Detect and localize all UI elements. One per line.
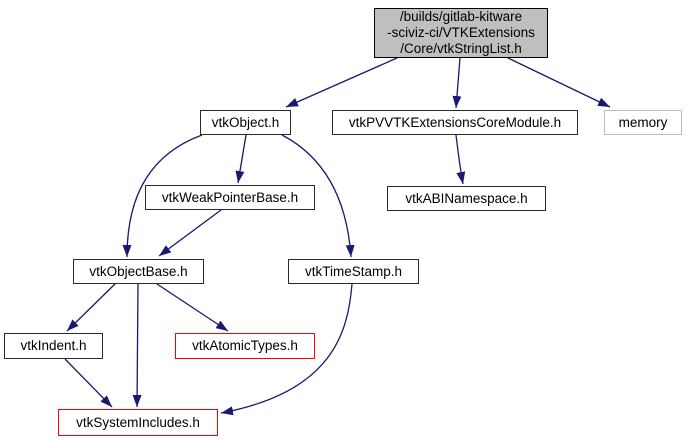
edge-objectbase-to-atomictypes bbox=[156, 283, 229, 332]
edge-vtkobject-to-objectbase bbox=[122, 134, 203, 258]
node-vtkobject-h[interactable]: vtkObject.h bbox=[200, 110, 291, 135]
edge-vtkobject-to-timestamp bbox=[281, 134, 355, 258]
node-vtkindent-h[interactable]: vtkIndent.h bbox=[4, 333, 103, 359]
edge-coremodule-to-abinamespace bbox=[455, 134, 466, 185]
edge-weakpointer-to-objectbase bbox=[158, 209, 222, 257]
node-memory: memory bbox=[604, 110, 682, 135]
node-vtkabinamespace-h[interactable]: vtkABINamespace.h bbox=[387, 186, 546, 211]
edge-vtkobject-to-weakpointer bbox=[235, 134, 247, 184]
edge-indent-to-systemincludes bbox=[64, 358, 113, 408]
node-vtkweakpointerbase-h[interactable]: vtkWeakPointerBase.h bbox=[145, 185, 315, 210]
edge-objectbase-to-indent bbox=[66, 283, 116, 332]
edge-root-to-vtkobject bbox=[285, 57, 398, 108]
node-vtktimestamp-h[interactable]: vtkTimeStamp.h bbox=[288, 259, 419, 284]
node-vtkatomictypes-h[interactable]: vtkAtomicTypes.h bbox=[175, 333, 315, 359]
node-vtkobjectbase-h[interactable]: vtkObjectBase.h bbox=[73, 259, 204, 284]
edge-root-to-coremodule bbox=[452, 57, 462, 109]
edge-objectbase-to-systemincludes bbox=[132, 283, 142, 408]
node-vtkpvvtkextensionscoremodule-h[interactable]: vtkPVVTKExtensionsCoreModule.h bbox=[332, 110, 578, 135]
edge-root-to-memory bbox=[507, 57, 611, 108]
edge-timestamp-to-systemincludes bbox=[220, 283, 353, 416]
node-vtksystemincludes-h[interactable]: vtkSystemIncludes.h bbox=[58, 409, 218, 436]
node-vtkstringlist-current-file: /builds/gitlab-kitware -sciviz-ci/VTKExt… bbox=[374, 8, 548, 58]
